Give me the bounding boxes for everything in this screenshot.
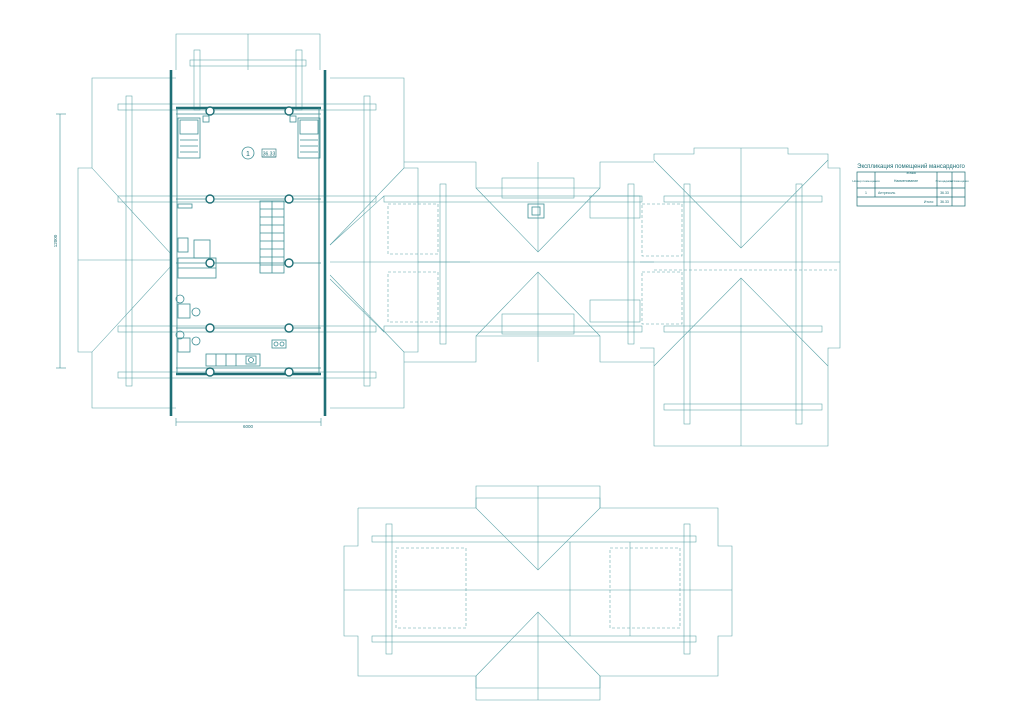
roof-outline-left xyxy=(77,33,470,409)
legend-row-name: Антресоль xyxy=(878,191,895,195)
legend-header-category: Кат. поме-щения xyxy=(948,179,969,183)
legend-table xyxy=(856,171,966,207)
dimension-lines xyxy=(56,113,322,426)
dimension-horizontal: 6000 xyxy=(243,424,254,429)
roof-outline-right xyxy=(640,147,841,447)
dimension-vertical: 12000 xyxy=(53,234,58,247)
log-beams-left xyxy=(117,49,377,387)
legend-total-label: Итого: xyxy=(924,200,934,204)
legend-title: Экспликация помещений мансардного xyxy=(857,163,965,170)
room-area-tag: 36.33 xyxy=(263,152,276,158)
room-number: 1 xyxy=(246,151,250,158)
attic-floor-plan xyxy=(169,70,327,416)
roof-plan-lower xyxy=(343,485,733,701)
legend-header-number: Номер поме-щения xyxy=(852,179,880,183)
legend-subtitle: этажа xyxy=(906,171,916,175)
legend-total-value: 36.33 xyxy=(940,200,949,204)
legend-row-number: 1 xyxy=(865,191,867,195)
roof-connector-middle xyxy=(329,161,683,363)
legend-header-name: Наименование xyxy=(894,179,918,183)
legend-header-area: Площадь, м² xyxy=(936,179,954,183)
legend-row-area: 36.33 xyxy=(940,191,949,195)
